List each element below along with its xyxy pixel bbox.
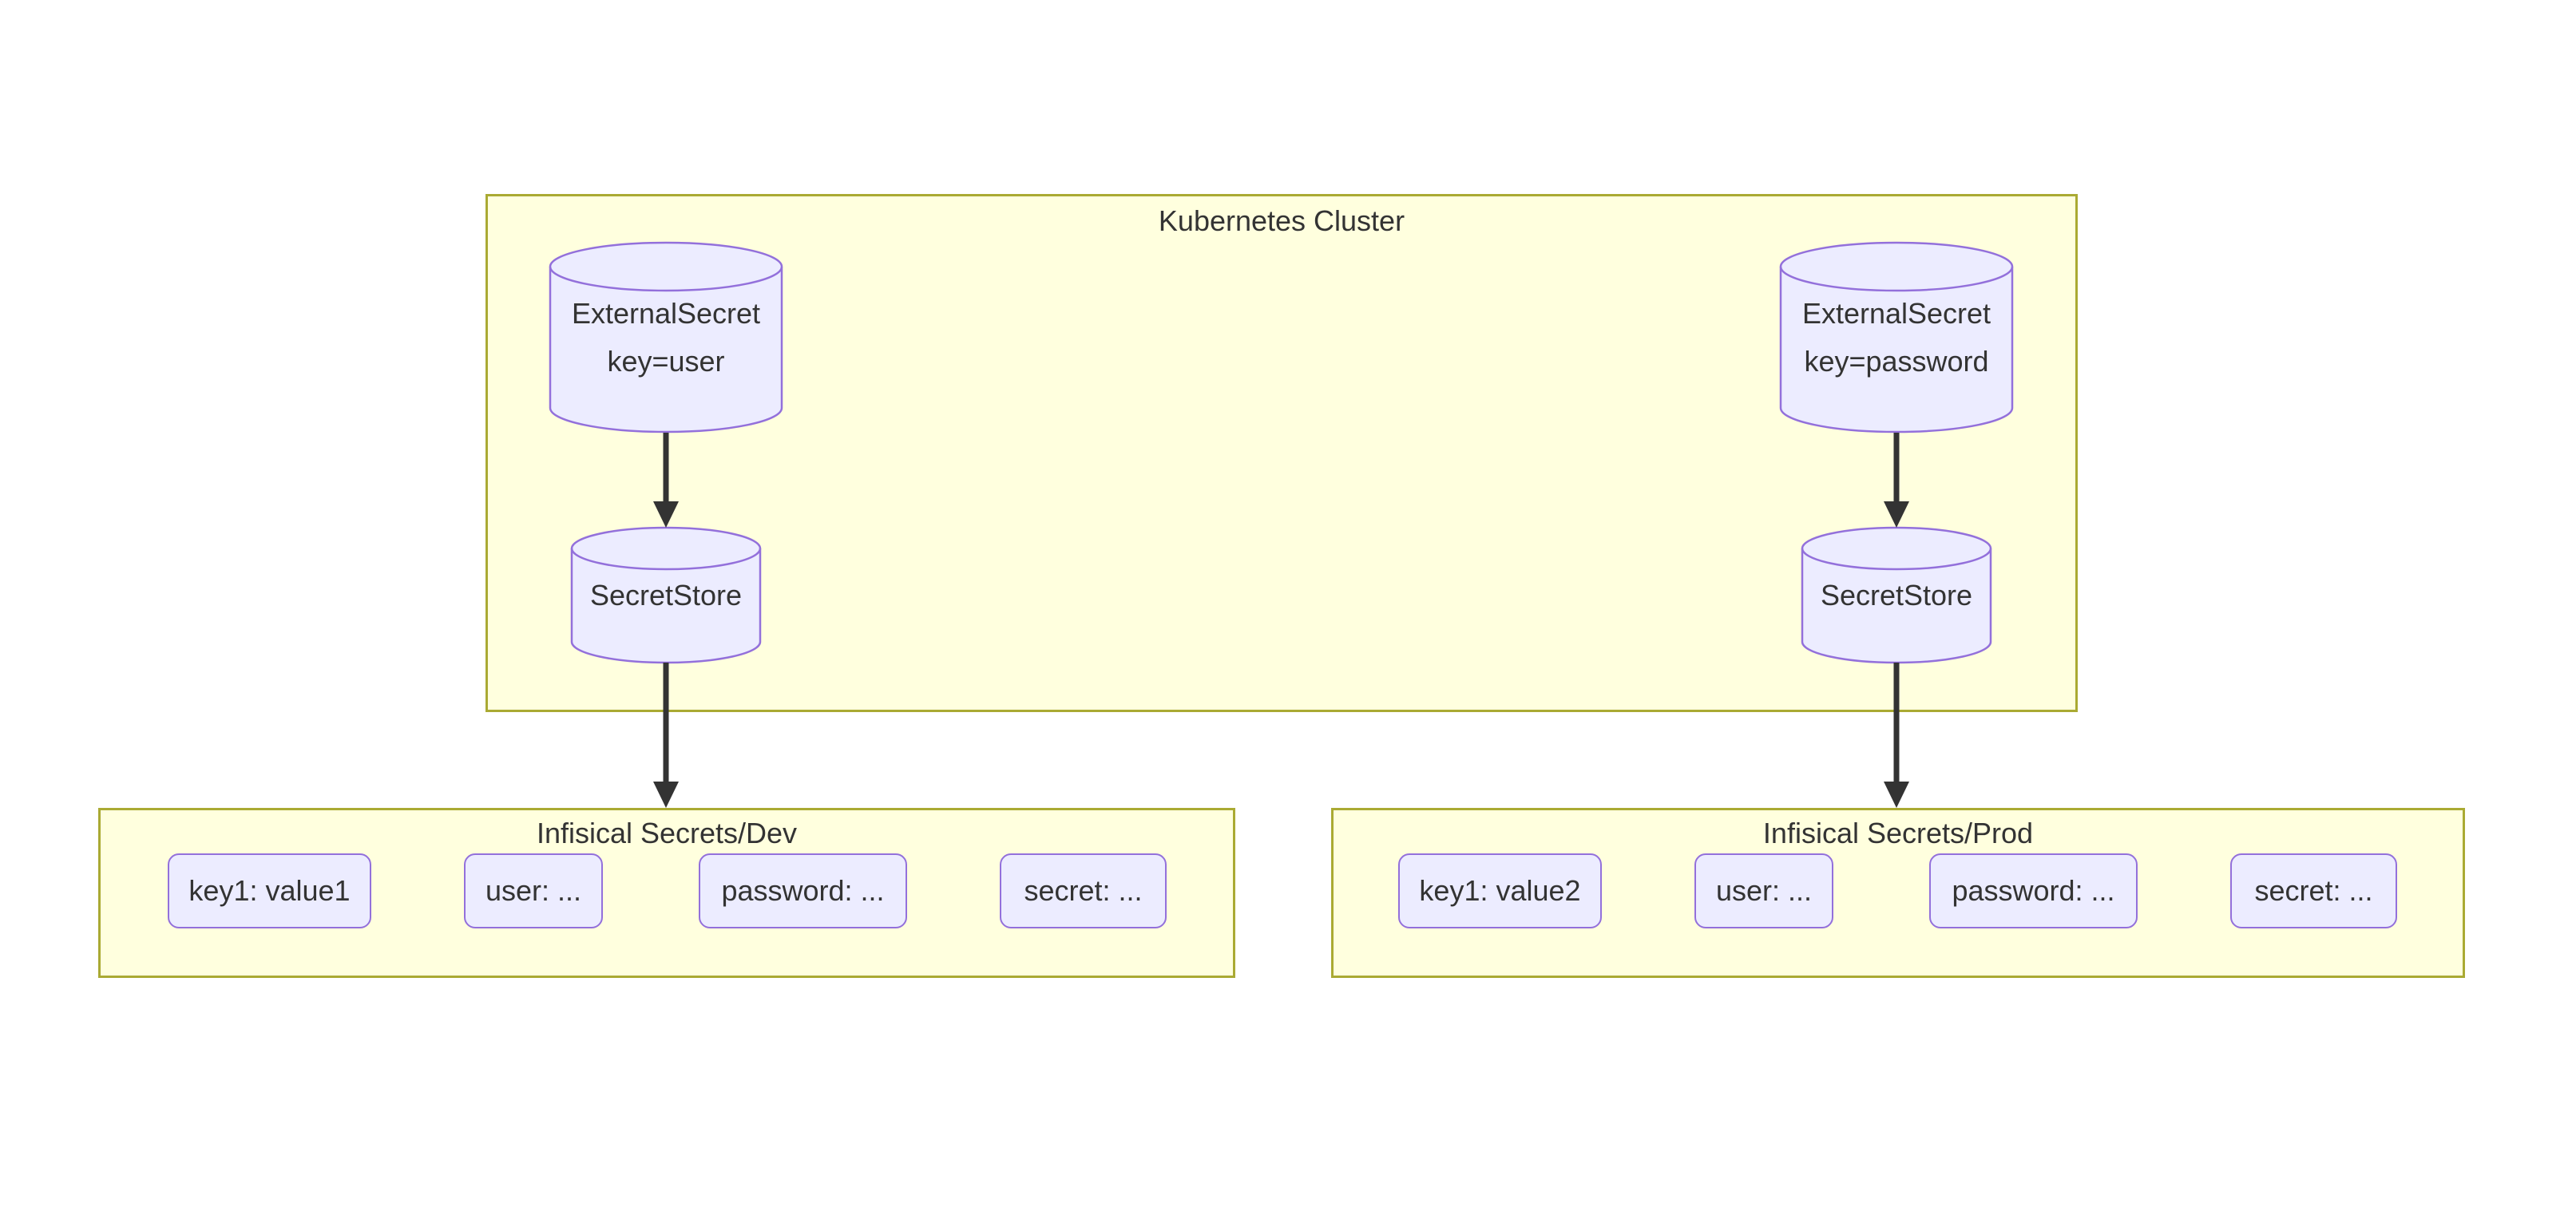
external-secret-password-label: ExternalSecret key=password	[1781, 243, 2012, 432]
arrow-es-user-to-ss-left	[653, 433, 679, 528]
external-secret-user-label-line1: ExternalSecret	[571, 296, 761, 330]
prod-item-key1: key1: value2	[1398, 853, 1602, 928]
dev-item-key1: key1: value1	[168, 853, 371, 928]
prod-item-password: password: ...	[1929, 853, 2138, 928]
external-secret-password-label-line1: ExternalSecret	[1801, 296, 1991, 330]
arrow-ss-left-to-dev	[653, 663, 679, 808]
dev-item-user: user: ...	[464, 853, 603, 928]
dev-item-password: password: ...	[699, 853, 907, 928]
infisical-dev-title: Infisical Secrets/Dev	[536, 817, 798, 849]
infisical-prod-title: Infisical Secrets/Prod	[1762, 817, 2034, 849]
external-secret-user-cylinder	[549, 241, 783, 433]
kubernetes-cluster-title: Kubernetes Cluster	[1158, 204, 1405, 237]
secret-store-right-label-text: SecretStore	[1820, 578, 1973, 612]
arrow-ss-right-to-prod	[1884, 663, 1909, 808]
external-secret-user-label: ExternalSecret key=user	[550, 243, 782, 432]
secret-store-right-cylinder	[1801, 526, 1992, 664]
arrow-es-password-to-ss-right	[1884, 433, 1909, 528]
external-secret-password-cylinder	[1779, 241, 2014, 433]
external-secret-password-label-line2: key=password	[1804, 344, 1989, 378]
secret-store-left-label: SecretStore	[572, 528, 760, 663]
prod-item-secret: secret: ...	[2230, 853, 2397, 928]
secret-store-left-label-text: SecretStore	[589, 578, 743, 612]
dev-item-secret: secret: ...	[1000, 853, 1167, 928]
secret-store-right-label: SecretStore	[1802, 528, 1991, 663]
secret-store-left-cylinder	[570, 526, 762, 664]
prod-item-user: user: ...	[1694, 853, 1833, 928]
external-secret-user-label-line2: key=user	[607, 344, 725, 378]
